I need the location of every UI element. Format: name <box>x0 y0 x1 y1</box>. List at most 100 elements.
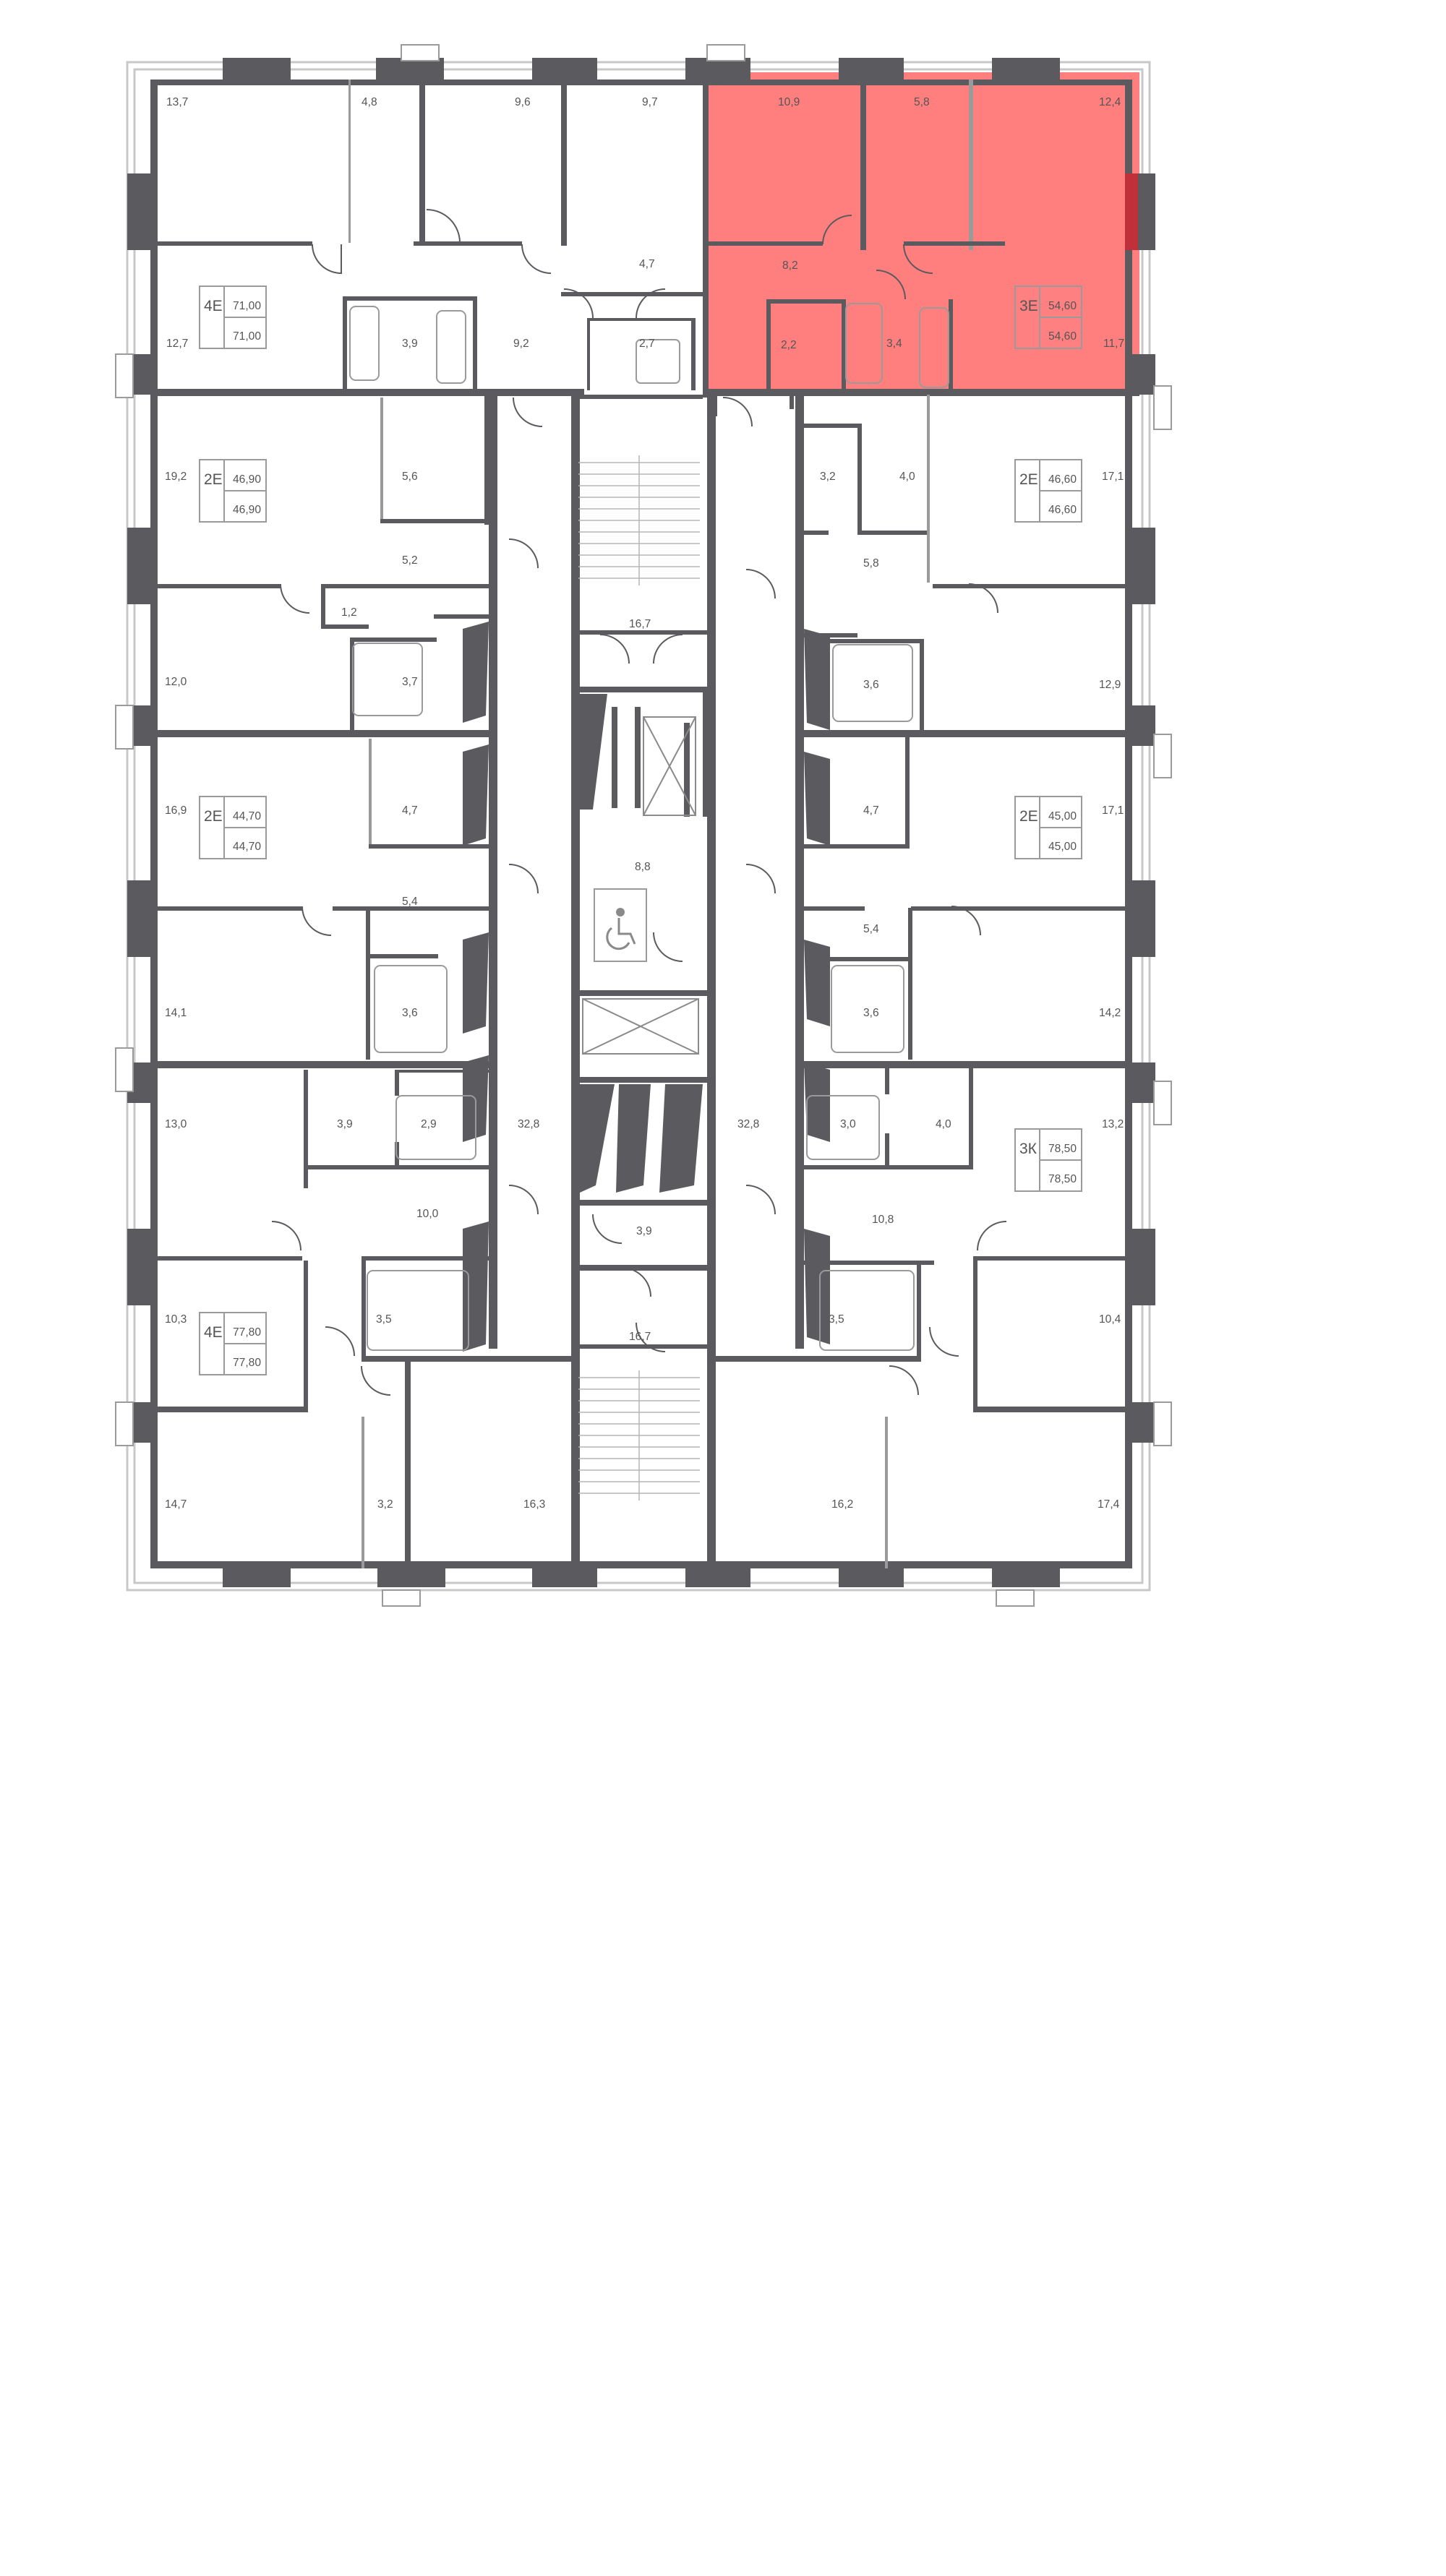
room-labels: 13,7 4,8 9,6 9,7 10,9 5,8 12,4 12,7 3,9 … <box>165 96 1124 1511</box>
room-area-label: 16,7 <box>629 618 651 630</box>
room-area-label: 3,4 <box>886 338 902 350</box>
room-area-label: 4,7 <box>863 804 879 817</box>
room-area-label: 8,2 <box>782 259 798 272</box>
room-area-label: 4,0 <box>936 1118 951 1130</box>
room-area-label: 9,7 <box>642 96 658 108</box>
room-area-label: 32,8 <box>518 1118 539 1130</box>
room-area-label: 19,2 <box>165 471 187 483</box>
bathroom-fixtures <box>349 303 949 1351</box>
apartment-area: 78,50 <box>1048 1143 1077 1155</box>
room-area-label: 2,9 <box>421 1118 437 1130</box>
room-area-label: 5,4 <box>863 923 879 935</box>
room-area-label: 10,0 <box>416 1208 439 1220</box>
room-area-label: 10,9 <box>778 96 800 108</box>
room-area-label: 3,9 <box>337 1118 353 1130</box>
apartment-badge-2E-46-90[interactable]: 2Е 46,90 46,90 <box>199 459 267 523</box>
windows <box>115 44 1172 1607</box>
room-area-label: 3,9 <box>402 338 418 350</box>
room-area-label: 32,8 <box>737 1118 759 1130</box>
apartment-type: 2Е <box>1019 808 1038 825</box>
apartment-type: 2Е <box>204 471 223 488</box>
apartment-badge-4E-77-80[interactable]: 4Е 77,80 77,80 <box>199 1312 267 1375</box>
apartment-type: 3К <box>1019 1141 1038 1157</box>
apartment-area-living: 46,60 <box>1048 504 1077 516</box>
room-area-label: 3,6 <box>402 1007 418 1019</box>
apartment-badge-2E-45-00[interactable]: 2Е 45,00 45,00 <box>1014 796 1082 859</box>
room-area-label: 5,8 <box>863 557 879 570</box>
room-area-label: 13,2 <box>1102 1118 1124 1130</box>
apartment-area: 46,60 <box>1048 473 1077 486</box>
room-area-label: 17,4 <box>1098 1498 1120 1511</box>
room-area-label: 16,3 <box>523 1498 545 1511</box>
apartment-badge-3E-54[interactable]: 3Е 54,60 54,60 <box>1014 285 1082 349</box>
walls <box>127 58 1155 1587</box>
apartment-badge-2E-44-70[interactable]: 2Е 44,70 44,70 <box>199 796 267 859</box>
room-area-label: 1,2 <box>341 606 357 619</box>
apartment-area-living: 46,90 <box>233 504 261 516</box>
room-area-label: 13,0 <box>165 1118 187 1130</box>
apartment-area-living: 44,70 <box>233 841 261 853</box>
room-area-label: 3,7 <box>402 676 418 688</box>
room-area-label: 11,7 <box>1103 338 1124 350</box>
room-area-label: 14,1 <box>165 1007 187 1019</box>
room-area-label: 4,8 <box>362 96 377 108</box>
room-area-label: 2,7 <box>639 338 655 350</box>
room-area-label: 2,2 <box>781 339 797 351</box>
apartment-type: 4Е <box>204 298 223 314</box>
room-area-label: 16,2 <box>831 1498 853 1511</box>
room-area-label: 3,2 <box>377 1498 393 1511</box>
apartment-area: 71,00 <box>233 300 261 312</box>
door-swings <box>271 209 1007 1396</box>
room-area-label: 12,4 <box>1099 96 1121 108</box>
room-area-label: 17,1 <box>1102 471 1124 483</box>
staircase-bottom <box>578 1370 700 1500</box>
room-area-label: 3,5 <box>376 1313 392 1326</box>
apartment-type: 4Е <box>204 1324 223 1341</box>
apartment-area-living: 78,50 <box>1048 1173 1077 1185</box>
apartment-badge-2E-46-60[interactable]: 2Е 46,60 46,60 <box>1014 459 1082 523</box>
outer-outline <box>126 61 1151 1592</box>
room-area-label: 17,1 <box>1102 804 1124 817</box>
room-area-label: 14,7 <box>165 1498 187 1511</box>
room-area-label: 9,6 <box>515 96 531 108</box>
apartment-area: 46,90 <box>233 473 261 486</box>
apartment-type: 2Е <box>204 808 223 825</box>
room-area-label: 5,6 <box>402 471 418 483</box>
apartment-area: 44,70 <box>233 810 261 823</box>
room-area-label: 14,2 <box>1099 1007 1121 1019</box>
room-area-label: 12,0 <box>165 676 187 688</box>
room-area-label: 5,2 <box>402 554 418 567</box>
room-area-label: 8,8 <box>635 861 651 873</box>
room-area-label: 4,7 <box>402 804 418 817</box>
room-area-label: 10,3 <box>165 1313 187 1326</box>
elevator-shaft-top <box>643 716 696 816</box>
room-area-label: 4,0 <box>899 471 915 483</box>
apartment-area-living: 54,60 <box>1048 330 1077 343</box>
room-area-label: 5,8 <box>914 96 930 108</box>
wheelchair-icon <box>594 888 647 962</box>
room-area-label: 3,6 <box>863 679 879 691</box>
apartment-type: 2Е <box>1019 471 1038 488</box>
room-area-label: 13,7 <box>166 96 188 108</box>
room-area-label: 12,9 <box>1099 679 1121 691</box>
room-area-label: 16,7 <box>629 1331 651 1343</box>
room-area-label: 10,8 <box>872 1214 894 1226</box>
room-area-label: 16,9 <box>165 804 187 817</box>
room-area-label: 3,6 <box>863 1007 879 1019</box>
apartment-area-living: 45,00 <box>1048 841 1077 853</box>
elevator-shaft-bottom <box>582 998 699 1055</box>
room-area-label: 4,7 <box>639 258 655 270</box>
room-area-label: 10,4 <box>1099 1313 1121 1326</box>
room-area-label: 3,2 <box>820 471 836 483</box>
room-area-label: 12,7 <box>166 338 188 350</box>
apartment-area-living: 71,00 <box>233 330 261 343</box>
room-area-label: 9,2 <box>513 338 529 350</box>
apartment-area: 77,80 <box>233 1326 261 1339</box>
apartment-badge-4E-71[interactable]: 4Е 71,00 71,00 <box>199 285 267 349</box>
apartment-area: 54,60 <box>1048 300 1077 312</box>
apartment-badge-3K-78-50[interactable]: 3К 78,50 78,50 <box>1014 1128 1082 1192</box>
highlighted-apartment[interactable] <box>707 72 1139 395</box>
apartment-area-living: 77,80 <box>233 1357 261 1369</box>
room-area-label: 3,9 <box>636 1225 652 1237</box>
